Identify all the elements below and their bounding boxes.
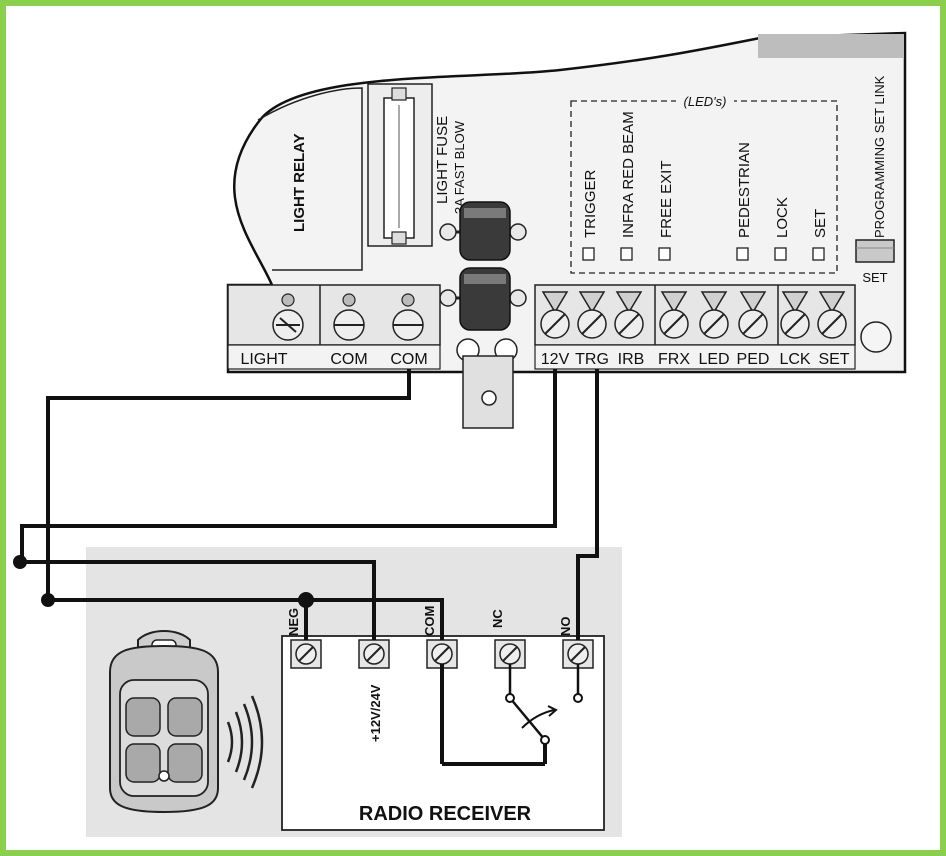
receiver-label-power: +12V/24V [368,684,383,742]
receiver-terminal-neg [290,639,322,669]
wire-trg-to-no [576,369,599,640]
terminal-light: LIGHT [240,351,287,368]
leds-heading: (LED's) [684,94,727,109]
receiver-terminal-nc [494,639,526,669]
radio-receiver-title: RADIO RECEIVER [359,803,532,825]
receiver-terminal-no [562,639,594,669]
terminal-led: LED [698,351,729,368]
io-terminal-block [534,284,856,370]
board-grey-strip [758,34,904,58]
terminal-lck: LCK [779,351,810,368]
junction-dot-neg-left [41,593,55,607]
wire-neg-to-com [306,598,444,640]
junction-dot-power [13,555,27,569]
set-link-jumper[interactable] [855,239,895,263]
terminal-com-2: COM [390,351,427,368]
radio-signal-icon [226,695,264,789]
terminal-12v: 12V [541,351,570,368]
receiver-terminal-com [426,639,458,669]
wiring [13,369,599,640]
fuse-label-1: LIGHT FUSE [434,116,451,204]
relay-terminal-block [227,284,441,370]
set-button-label: SET [862,270,887,285]
led-label-free-exit: FREE EXIT [658,160,675,238]
led-infra-red-beam: INFRA RED BEAM [620,111,637,261]
terminal-frx: FRX [658,351,690,368]
light-relay-outline [257,87,363,271]
fuse-label-2: 3A FAST BLOW [452,120,467,214]
terminal-trg: TRG [575,351,609,368]
led-pedestrian: PEDESTRIAN [736,142,753,261]
receiver-relay-switch [440,664,583,766]
terminal-com-1: COM [330,351,367,368]
receiver-label-neg: NEG [286,608,301,636]
light-relay-label: LIGHT RELAY [291,133,308,232]
remote-control-icon [109,630,219,814]
receiver-label-no: NO [558,617,573,637]
led-label-trigger: TRIGGER [582,169,599,238]
mounting-hole [860,321,892,353]
upper-cylinder-component [439,201,527,261]
led-label-infra-red-beam: INFRA RED BEAM [620,111,637,238]
led-set: SET [812,209,829,261]
terminal-ped: PED [737,351,770,368]
led-label-set: SET [812,209,829,238]
receiver-terminal-power [358,639,390,669]
light-fuse [367,83,433,247]
led-label-lock: LOCK [774,197,791,238]
led-trigger: TRIGGER [582,169,599,261]
junction-dot-neg [298,592,314,608]
wire-12v-to-power [20,369,557,640]
terminal-irb: IRB [618,351,645,368]
terminal-set: SET [818,351,849,368]
led-label-pedestrian: PEDESTRIAN [736,142,753,238]
lower-cylinder-component [439,267,527,331]
ground-tab [456,338,518,429]
led-lock: LOCK [774,197,791,261]
led-free-exit: FREE EXIT [658,160,675,261]
programming-set-link-label: PROGRAMMING SET LINK [872,75,887,238]
receiver-label-com: COM [422,606,437,636]
receiver-label-nc: NC [490,609,505,628]
